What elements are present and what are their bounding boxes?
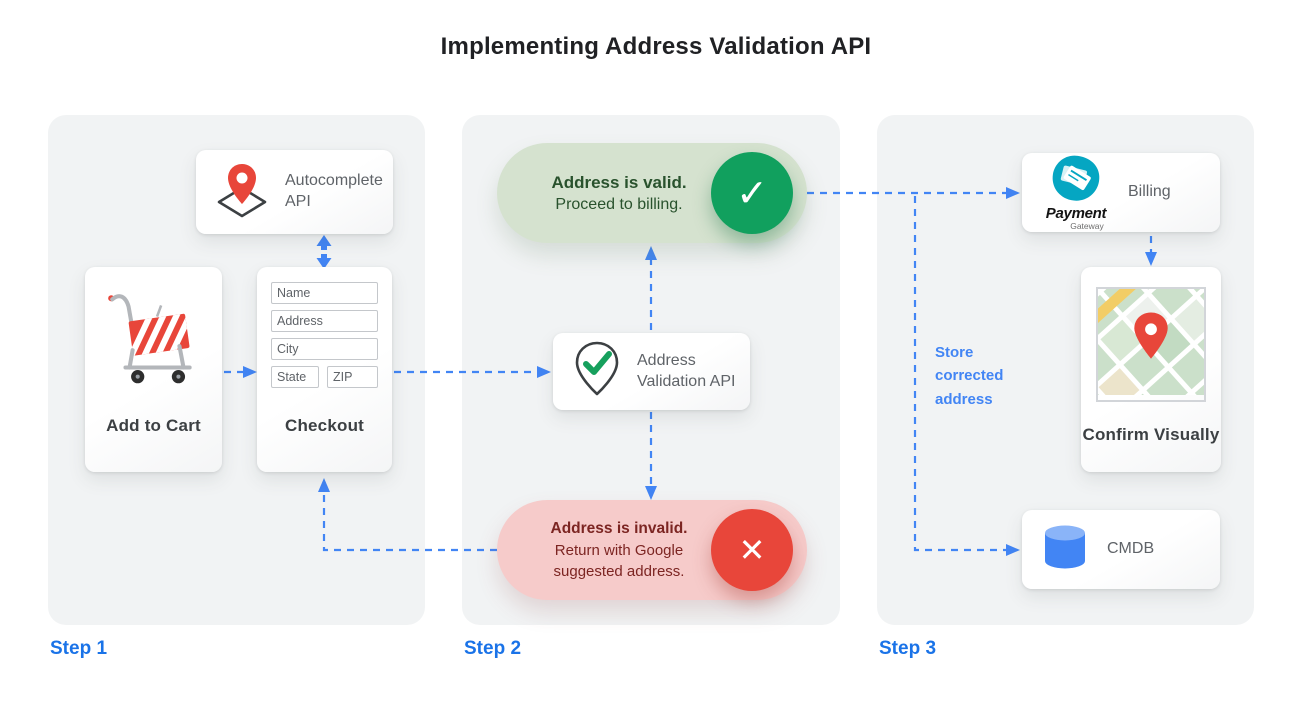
name-field[interactable] — [271, 282, 378, 304]
payment-gateway-logo: Payment Gateway — [1039, 154, 1113, 231]
check-glyph: ✓ — [736, 172, 768, 215]
valid-subtitle: Proceed to billing. — [555, 195, 683, 213]
arrow-invalid-back-to-checkout — [318, 478, 497, 552]
valid-title: Address is valid. — [551, 172, 687, 192]
invalid-title: Address is invalid. — [550, 519, 688, 537]
autocomplete-api-card: Autocomplete API — [196, 150, 393, 234]
map-pin-check-icon — [572, 340, 622, 403]
database-cylinder-icon — [1042, 522, 1088, 577]
arrow-store-to-cmdb — [913, 196, 1020, 556]
address-validation-api-card: Address Validation API — [553, 333, 750, 410]
state-field[interactable] — [271, 366, 319, 388]
map-pin-diamond-icon — [213, 161, 271, 224]
step2-label: Step 2 — [464, 638, 522, 659]
city-field[interactable] — [271, 338, 378, 360]
zip-field[interactable] — [327, 366, 378, 388]
confirm-visually-label: Confirm Visually — [1082, 424, 1220, 444]
address-validation-api-label: Address Validation API — [637, 351, 736, 390]
add-to-cart-card: Add to Cart — [85, 267, 222, 472]
address-field[interactable] — [271, 310, 378, 332]
store-corrected-address-note: Store corrected address — [935, 344, 1004, 408]
autocomplete-api-label: Autocomplete API — [285, 172, 383, 210]
invalid-subtitle: Return with Google suggested address. — [553, 542, 685, 581]
payment-logo-title: Payment — [1045, 205, 1107, 223]
map-thumbnail — [979, 162, 1312, 523]
billing-card: Payment Gateway Billing — [1022, 153, 1220, 232]
cmdb-card: CMDB — [1022, 510, 1220, 589]
arrow-checkout-autocomplete-bidirectional — [316, 235, 332, 269]
shopping-cart-icon — [98, 283, 210, 400]
confirm-visually-card: Confirm Visually — [979, 162, 1312, 523]
add-to-cart-label: Add to Cart — [106, 416, 201, 435]
payment-logo-subtitle: Gateway — [1070, 221, 1104, 232]
cross-circle-icon: ✕ — [711, 509, 793, 591]
page-title: Implementing Address Validation API — [440, 33, 872, 60]
check-circle-icon: ✓ — [711, 152, 793, 234]
step1-label: Step 1 — [50, 638, 108, 659]
checkout-label: Checkout — [284, 416, 365, 435]
checkout-card: Checkout — [257, 267, 392, 472]
step3-label: Step 3 — [879, 638, 937, 659]
cmdb-label: CMDB — [1107, 540, 1155, 558]
billing-label: Billing — [1128, 183, 1171, 201]
cross-glyph: ✕ — [738, 532, 766, 568]
